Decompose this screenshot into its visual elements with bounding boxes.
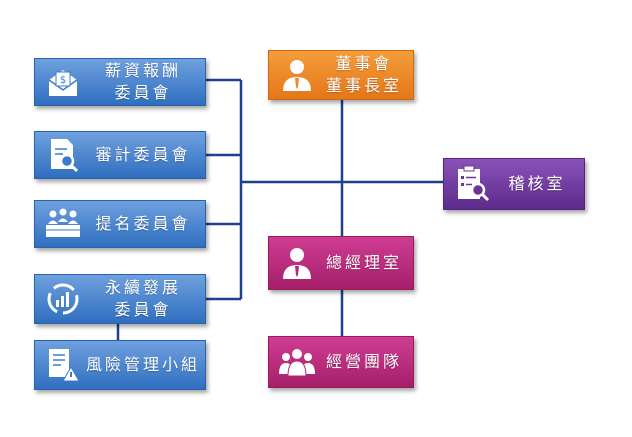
nomination-committee-box: 提名委員會 <box>34 200 206 248</box>
audit-committee-box: 審計委員會 <box>34 131 206 179</box>
board-label-1: 董事會 <box>335 54 393 73</box>
compensation-label-2: 委員會 <box>114 83 172 102</box>
sustainability-label-2: 委員會 <box>114 300 172 319</box>
nomination-label: 提名委員會 <box>95 214 191 233</box>
compensation-committee-box: $ 薪資報酬 委員會 <box>34 58 206 106</box>
risk-report-icon <box>49 349 80 382</box>
growth-cycle-icon <box>47 283 79 315</box>
committee-people-icon <box>46 208 80 237</box>
checklist-magnifier-icon <box>458 165 490 202</box>
sustainability-label-1: 永續發展 <box>104 278 181 297</box>
document-magnifier-icon <box>51 139 79 173</box>
compensation-label-1: 薪資報酬 <box>104 61 181 80</box>
salary-envelope-icon: $ <box>48 70 78 96</box>
board-of-directors-box: 董事會 董事長室 <box>268 50 414 100</box>
president-office-box: 總經理室 <box>268 236 414 290</box>
team-icon <box>279 349 315 377</box>
board-label-2: 董事長室 <box>325 76 402 95</box>
svg-text:$: $ <box>60 75 66 86</box>
person-tie-icon <box>283 60 311 91</box>
audit-label: 審計委員會 <box>95 145 191 164</box>
sustainability-committee-box: 永續發展 委員會 <box>34 274 206 324</box>
management-label: 經營團隊 <box>325 352 402 371</box>
management-team-box: 經營團隊 <box>268 336 414 388</box>
person-tie-icon <box>283 248 311 279</box>
audit-office-label: 稽核室 <box>508 174 566 193</box>
risk-management-box: 風險管理小組 <box>34 340 206 390</box>
president-label: 總經理室 <box>325 253 402 272</box>
risk-label: 風險管理小組 <box>86 355 201 374</box>
audit-office-box: 稽核室 <box>443 158 585 210</box>
